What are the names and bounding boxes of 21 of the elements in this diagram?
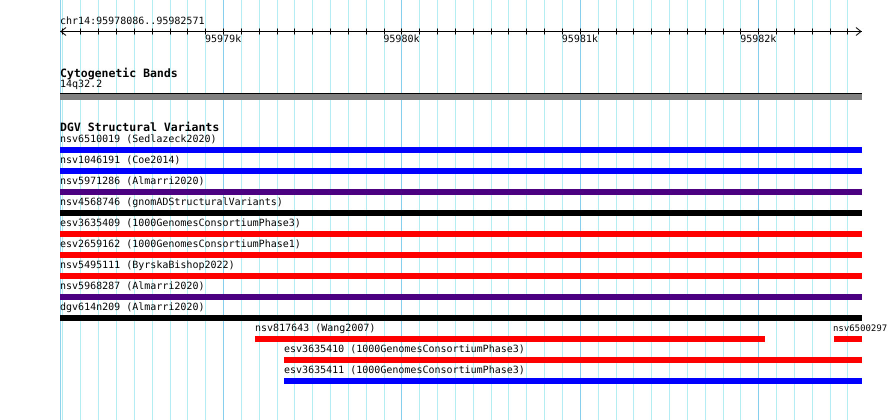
feature-label: nsv5495111 (ByrskaBishop2022) bbox=[60, 260, 235, 272]
tick-label: 95982k bbox=[740, 34, 776, 46]
feature-label: esv3635410 (1000GenomesConsortiumPhase3) bbox=[284, 344, 525, 356]
feature-label: nsv1046191 (Coe2014) bbox=[60, 155, 180, 167]
feature-label: esv3635409 (1000GenomesConsortiumPhase3) bbox=[60, 218, 301, 230]
tick-label: 95980k bbox=[383, 34, 420, 46]
feature-label: nsv5968287 (Almarri2020) bbox=[60, 281, 204, 293]
feature-label: esv3635411 (1000GenomesConsortiumPhase3) bbox=[284, 365, 525, 377]
band-label: 14q32.2 bbox=[60, 79, 102, 91]
tick-label: 95981k bbox=[562, 34, 598, 46]
feature-label: nsv6500297 bbox=[833, 323, 888, 335]
feature-label: nsv4568746 (gnomADStructuralVariants) bbox=[60, 197, 283, 209]
feature-label: dgv614n209 (Almarri2020) bbox=[60, 302, 204, 314]
tick-label: 95979k bbox=[204, 34, 242, 46]
feature-label: esv2659162 (1000GenomesConsortiumPhase1) bbox=[60, 239, 301, 251]
feature-label: nsv817643 (Wang2007) bbox=[255, 323, 376, 335]
feature-label: nsv6510019 (Sedlazeck2020) bbox=[60, 134, 217, 146]
track-heading: DGV Structural Variants bbox=[60, 121, 220, 134]
track-heading: Cytogenetic Bands bbox=[60, 67, 178, 80]
feature-label: nsv5971286 (Almarri2020) bbox=[60, 176, 204, 188]
location-label: chr14:95978086..95982571 bbox=[60, 16, 204, 28]
